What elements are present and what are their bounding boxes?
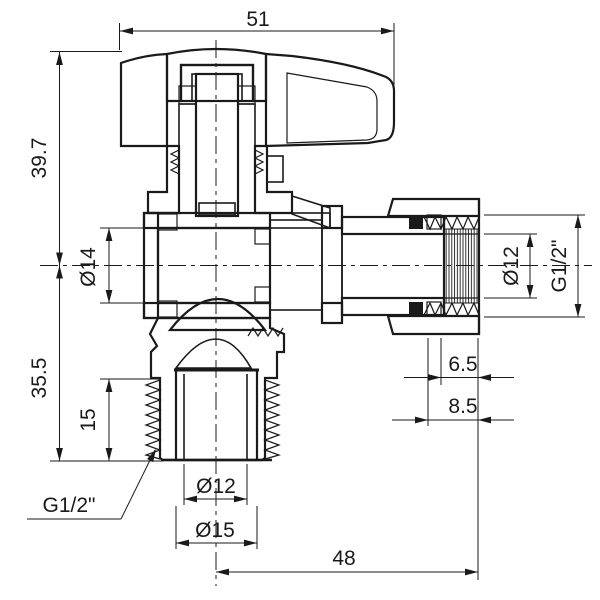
dim-label-d14: Ø14	[77, 247, 100, 287]
dim-outlet-reach: 48	[216, 338, 479, 580]
handle-cap-slot	[191, 73, 243, 102]
gland-packing-left	[178, 103, 197, 214]
nut-seal-bottom	[409, 302, 423, 316]
valve-cone-dome	[167, 297, 268, 332]
handle-right-wing	[264, 52, 396, 148]
nut-seal-top	[409, 215, 423, 229]
valve-cone-inner	[174, 338, 253, 369]
gland-packing-right	[237, 103, 256, 214]
nut-washer-bottom	[426, 301, 442, 317]
dim-label-d15: Ø15	[195, 519, 235, 542]
dim-height-top: 39.7	[28, 51, 122, 266]
dimension-annotations: 51 39.7 Ø14 35.5	[27, 8, 585, 580]
handle	[119, 47, 396, 148]
union-nut-top	[386, 197, 481, 218]
dim-handle-width: 51	[119, 8, 395, 96]
stem-and-gland	[146, 72, 331, 230]
dim-outlet-bore: Ø12	[484, 233, 537, 299]
valve-body	[142, 204, 344, 325]
dim-inlet-od: Ø15	[175, 506, 258, 549]
inlet-thread-right	[263, 379, 281, 460]
nut-thread-profile-bottom	[423, 301, 480, 317]
handle-wing-cavity	[286, 72, 378, 144]
dim-label-15: 15	[77, 408, 100, 431]
bonnet-boss	[266, 155, 284, 183]
gland-thread-right	[253, 149, 265, 175]
dim-label-d12-outlet: Ø12	[500, 246, 523, 286]
dim-label-d12-inlet: Ø12	[196, 475, 236, 498]
dim-body-bore: Ø14	[77, 227, 158, 304]
valve-geometry	[40, 40, 592, 586]
dim-label-8-5: 8.5	[448, 395, 477, 418]
outlet-and-nut	[340, 197, 481, 336]
inlet-section	[144, 297, 286, 462]
dim-label-g12-outlet: G1/2"	[548, 240, 571, 293]
dim-outlet-thread: G1/2"	[484, 214, 585, 318]
outlet-flange-top	[320, 204, 344, 230]
dim-height-bottom: 35.5	[28, 265, 163, 462]
dim-inlet-thread: G1/2"	[27, 447, 160, 520]
dim-label-48: 48	[332, 547, 355, 570]
valve-stem	[194, 72, 240, 218]
outlet-flange-bottom	[320, 301, 344, 325]
dim-nut-outer: 8.5	[392, 338, 514, 426]
bonnet-outlet-slant	[291, 194, 331, 230]
dim-label-35-5: 35.5	[28, 358, 51, 399]
nut-washer-top	[426, 214, 442, 230]
dim-label-39-7: 39.7	[28, 138, 51, 179]
inlet-thread-left	[144, 379, 162, 460]
stem-foot	[198, 202, 236, 216]
union-nut-bottom	[386, 314, 481, 336]
dim-inlet-bore: Ø12	[183, 464, 248, 505]
gland-thread-left	[169, 149, 181, 175]
gasket-bottom-right	[254, 286, 271, 303]
dim-label-51: 51	[246, 8, 269, 31]
dim-nut-inner: 6.5	[404, 338, 514, 385]
gasket-top-left	[157, 213, 178, 231]
dim-label-6-5: 6.5	[448, 353, 477, 376]
gasket-top-right	[254, 228, 271, 245]
dim-label-g12-inlet: G1/2"	[43, 494, 96, 517]
dim-thread-length: 15	[77, 378, 160, 461]
nut-thread-profile-top	[423, 215, 480, 231]
handle-left-shell	[119, 52, 169, 148]
